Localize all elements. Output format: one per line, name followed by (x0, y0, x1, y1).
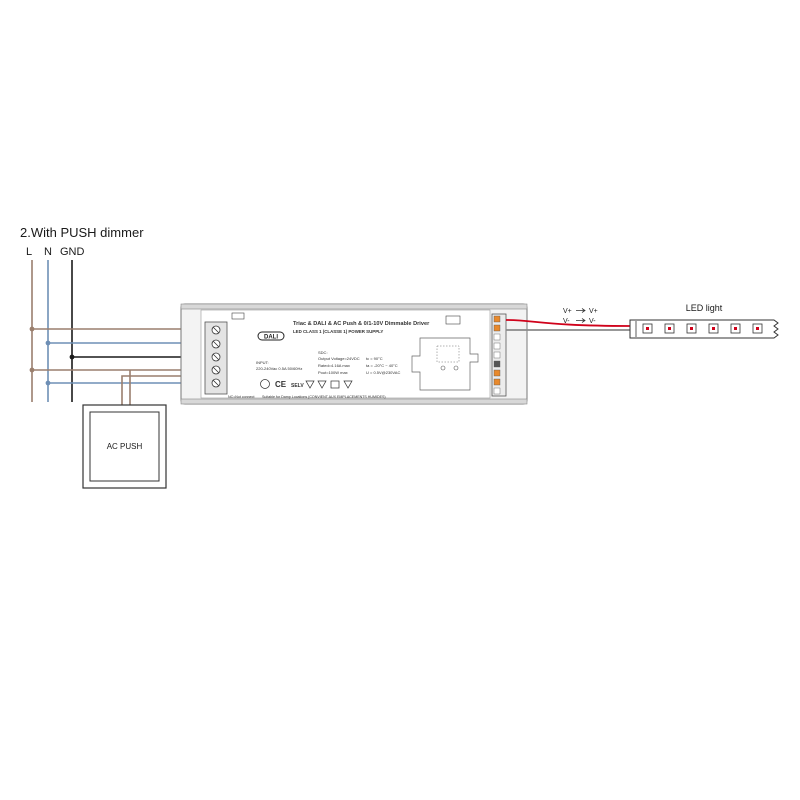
output-terminal-latch (493, 351, 501, 359)
output-terminal-block (491, 313, 507, 397)
damp-location-note: Suitable for Damp Locations (CONVIENT AU… (262, 395, 386, 399)
wire-push-to-driver (121, 375, 208, 409)
input-spec: 220-240Vac 0.5A 50/60Hz (256, 366, 302, 371)
driver-title: Triac & DALI & AC Push & 0/1-10V Dimmabl… (293, 321, 430, 327)
led-emitter (712, 327, 715, 330)
screw-slot (212, 353, 220, 361)
label-v-minus-led: V- (589, 318, 596, 325)
junction-dot (45, 340, 51, 346)
dc-heading: SDC: (318, 350, 328, 355)
output-ripple: U = 0.5V@230VAC (366, 370, 400, 375)
label-v-minus-driver: V- (563, 318, 570, 325)
led-light-label: LED light (686, 303, 723, 313)
independent-gear-icon (330, 380, 340, 389)
label-ground: GND (60, 246, 85, 258)
dali-logo-frame (257, 331, 285, 341)
ta-temperature: ta = -20°C ~ 40°C (366, 363, 398, 368)
cb-mark-icon (260, 379, 270, 389)
certification-marks: CE SELV (260, 379, 353, 389)
junction-dot (29, 367, 35, 373)
output-schematic-icon (445, 315, 461, 325)
adjust-knob-icon (453, 365, 459, 371)
screw-slot (212, 379, 220, 387)
ce-mark: CE (275, 380, 287, 389)
output-terminal-latch (493, 324, 501, 332)
output-terminal-latch (493, 387, 501, 395)
damp-location-icon (343, 380, 353, 389)
dali-logo-text: DALI (264, 334, 278, 340)
output-terminal-latch (493, 360, 501, 368)
selv-mark: SELV (291, 383, 304, 389)
arrow-right-icon (576, 318, 586, 323)
output-terminal-latch (493, 342, 501, 350)
dip-switch-area (436, 345, 460, 363)
ac-push-switch: AC PUSH (82, 404, 167, 489)
wire-positive-output (505, 319, 631, 327)
junction-dot (45, 380, 51, 386)
led-emitter (690, 327, 693, 330)
input-heading: INPUT: (256, 360, 269, 365)
control-panel-outline (411, 337, 479, 391)
output-terminal-latch (493, 378, 501, 386)
screw-slot (212, 340, 220, 348)
furniture-mount-icon (317, 380, 327, 389)
led-strip (629, 319, 779, 339)
output-terminal-latch (493, 315, 501, 323)
ac-push-inner-frame (89, 411, 160, 482)
driver-subtitle: LED CLASS 1 (CLASSE 1) POWER SUPPLY (293, 329, 383, 334)
led-emitter (668, 327, 671, 330)
adjust-knob-icon (440, 365, 446, 371)
led-emitter (756, 327, 759, 330)
label-neutral: N (44, 246, 52, 258)
output-polarity-labels: V+ V+ V- V- (563, 308, 598, 325)
label-v-plus-led: V+ (589, 308, 598, 315)
nc-note: NC=Not connect (228, 395, 254, 399)
thermal-protection-icon (305, 380, 315, 389)
arrow-right-icon (576, 308, 586, 313)
dali-logo: DALI (257, 331, 285, 341)
control-panel-frame (411, 337, 479, 391)
tc-temperature: tc = 90°C (366, 356, 383, 361)
output-voltage: Output Voltage=24VDC (318, 356, 360, 361)
driver-rail-top (180, 303, 528, 310)
label-v-plus-driver: V+ (563, 308, 572, 315)
output-terminal-latch (493, 369, 501, 377)
junction-dot (29, 326, 35, 332)
diagram-title: 2.With PUSH dimmer (20, 225, 144, 240)
screw-slot (212, 326, 220, 334)
rated-current: Rated=4.16A max (318, 363, 350, 368)
led-emitter (734, 327, 737, 330)
ac-push-label: AC PUSH (107, 442, 143, 451)
led-driver: DALI Triac & DALI & AC Push & 0/1-10V Di… (180, 303, 528, 405)
junction-dots (29, 326, 75, 386)
led-emitter (646, 327, 649, 330)
driver-rail-bottom (180, 398, 528, 405)
input-terminal-block (204, 321, 228, 395)
output-terminal-latch (493, 333, 501, 341)
input-schematic-icon (231, 312, 245, 320)
junction-dot (69, 354, 75, 360)
screw-slot (212, 366, 220, 374)
output-power: Pout=100W max (318, 370, 348, 375)
label-live: L (26, 246, 32, 258)
